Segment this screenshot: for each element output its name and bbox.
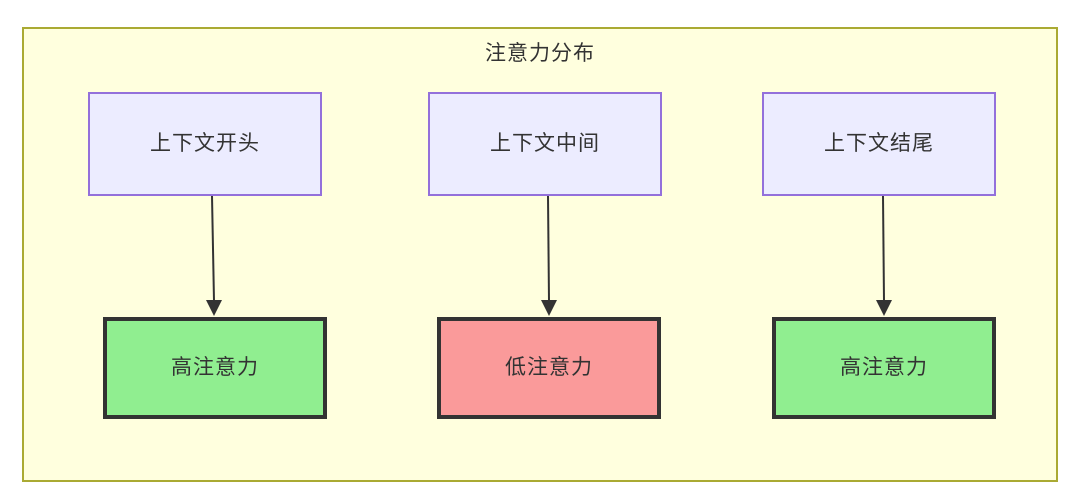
- node-attention-high-end-label: 高注意力: [840, 356, 928, 379]
- node-attention-high-end[interactable]: 高注意力: [772, 317, 996, 419]
- node-attention-low-middle-label: 低注意力: [505, 356, 593, 379]
- node-attention-low-middle[interactable]: 低注意力: [437, 317, 661, 419]
- node-attention-high-start-label: 高注意力: [171, 356, 259, 379]
- node-context-end-label: 上下文结尾: [824, 132, 934, 155]
- node-context-middle[interactable]: 上下文中间: [428, 92, 662, 196]
- node-context-end[interactable]: 上下文结尾: [762, 92, 996, 196]
- node-context-start-label: 上下文开头: [150, 132, 260, 155]
- node-attention-high-start[interactable]: 高注意力: [103, 317, 327, 419]
- node-context-middle-label: 上下文中间: [490, 132, 600, 155]
- node-context-start[interactable]: 上下文开头: [88, 92, 322, 196]
- subgraph-title: 注意力分布: [485, 42, 595, 65]
